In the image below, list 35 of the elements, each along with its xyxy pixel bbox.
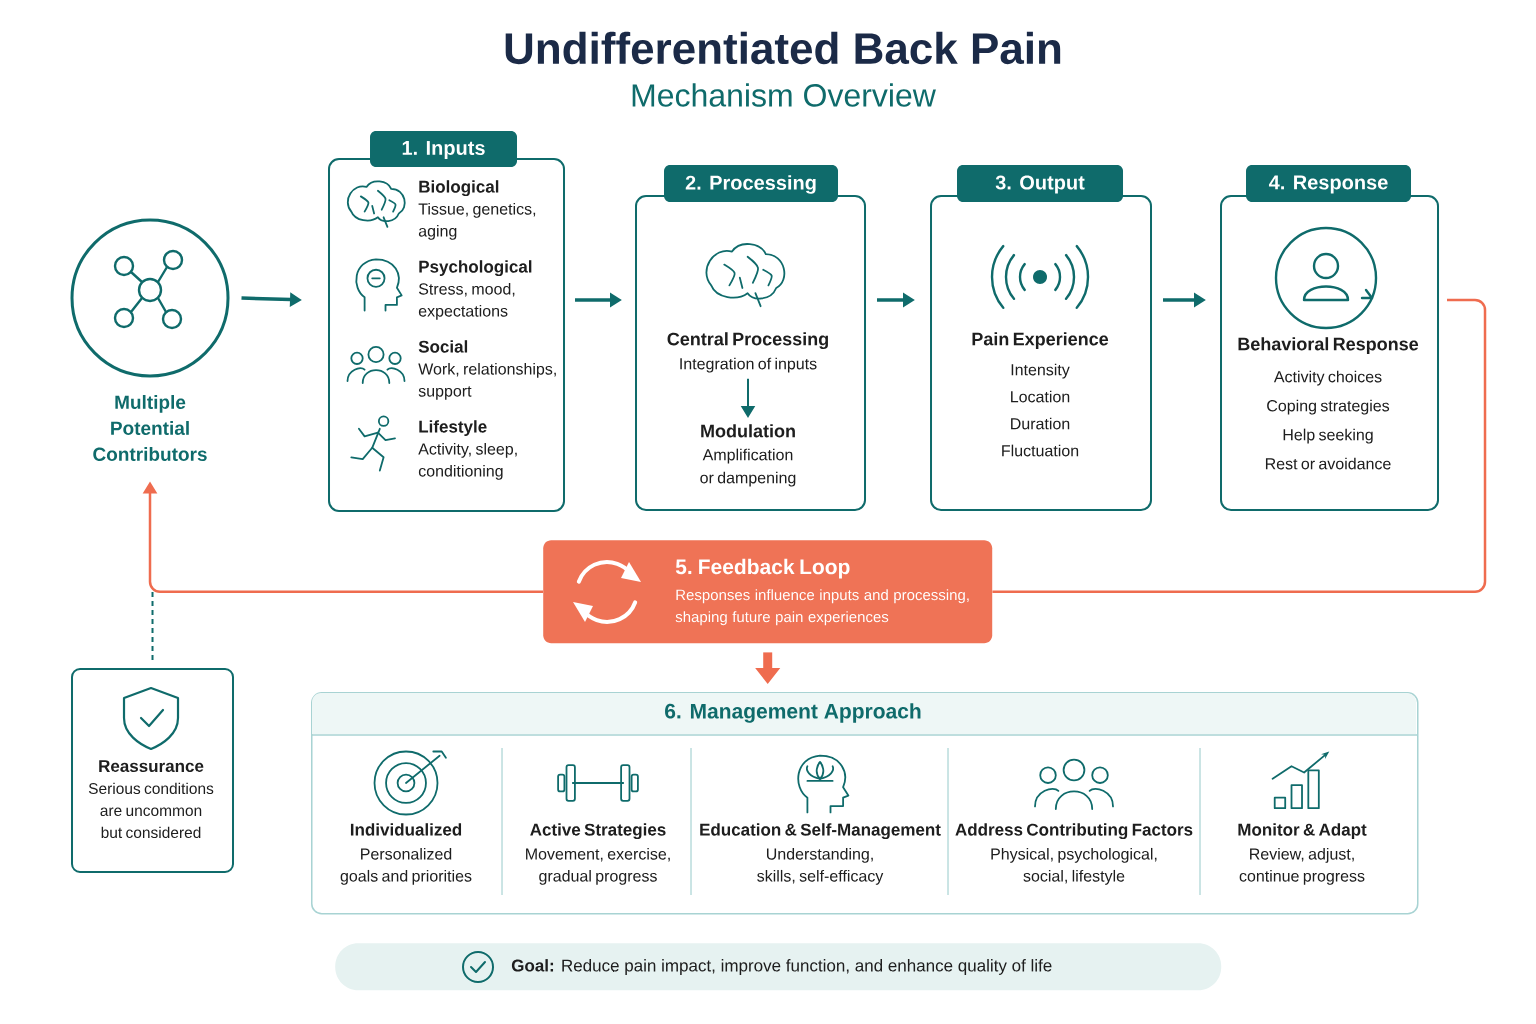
node-label: Multiple Potential Contributors xyxy=(93,395,207,461)
input-item: Social Work, relationships, support xyxy=(418,340,556,400)
node-label: Behavioral Response xyxy=(1238,337,1419,354)
subtitle: Mechanism Overview xyxy=(632,83,936,107)
approach-item: Address Contributing Factors Physical, psychological, social, lifestyle xyxy=(955,823,1193,885)
node-label: 1. Inputs xyxy=(402,141,485,159)
process-text: Modulation Amplification or dampening xyxy=(700,424,796,487)
approach-item: Monitor & Adapt Review, adjust, continue progress xyxy=(1238,823,1367,885)
node-label: 2. Processing xyxy=(685,175,816,194)
approach-item: Individualized Personalized goals and priorities xyxy=(340,823,472,885)
input-item: Lifestyle Activity, sleep, conditioning xyxy=(418,420,517,480)
node-label: Location xyxy=(1011,390,1070,403)
dashed-line xyxy=(151,590,154,661)
info-card: Reassurance Serious conditions are uncommon but considered xyxy=(71,668,234,873)
response-text: Behavioral Response Activity choices Coping strategies Help seeking Rest or avoidance xyxy=(1238,337,1419,470)
output-text: Pain Experience Intensity Location Duration Fluctuation xyxy=(972,332,1109,457)
node-label: Intensity xyxy=(1011,363,1070,379)
node-label: Help seeking xyxy=(1283,428,1373,444)
input-item: Biological Tissue, genetics, aging xyxy=(418,180,536,240)
approach-item: Education & Self-Management Understanding, skills, self-efficacy xyxy=(700,823,941,885)
feedback-banner: 5. Feedback Loop Responses influence inputs and processing, shaping future pain experiences xyxy=(543,540,993,644)
goal-band: Goal: Reduce pain impact, improve function, and enhance quality of life xyxy=(335,943,1222,991)
connector-line xyxy=(992,298,1487,593)
node-label: Pain Experience xyxy=(972,332,1109,349)
node-label: Fluctuation xyxy=(1002,444,1079,457)
node-label: Coping strategies xyxy=(1267,399,1390,415)
node-label: Rest or avoidance xyxy=(1265,457,1391,470)
input-item: Psychological Stress, mood, expectations xyxy=(418,260,532,320)
node-label: Activity choices xyxy=(1273,370,1382,386)
node-label: Duration xyxy=(1011,417,1070,430)
node-label: 3. Output xyxy=(995,175,1085,194)
approach-item: Active Strategies Movement, exercise, gradual progress xyxy=(526,823,670,885)
node-label: 4. Response xyxy=(1268,175,1388,194)
process-text: Central Processing Integration of inputs xyxy=(667,332,828,373)
title: Undifferentiated Back Pain xyxy=(505,31,1061,65)
